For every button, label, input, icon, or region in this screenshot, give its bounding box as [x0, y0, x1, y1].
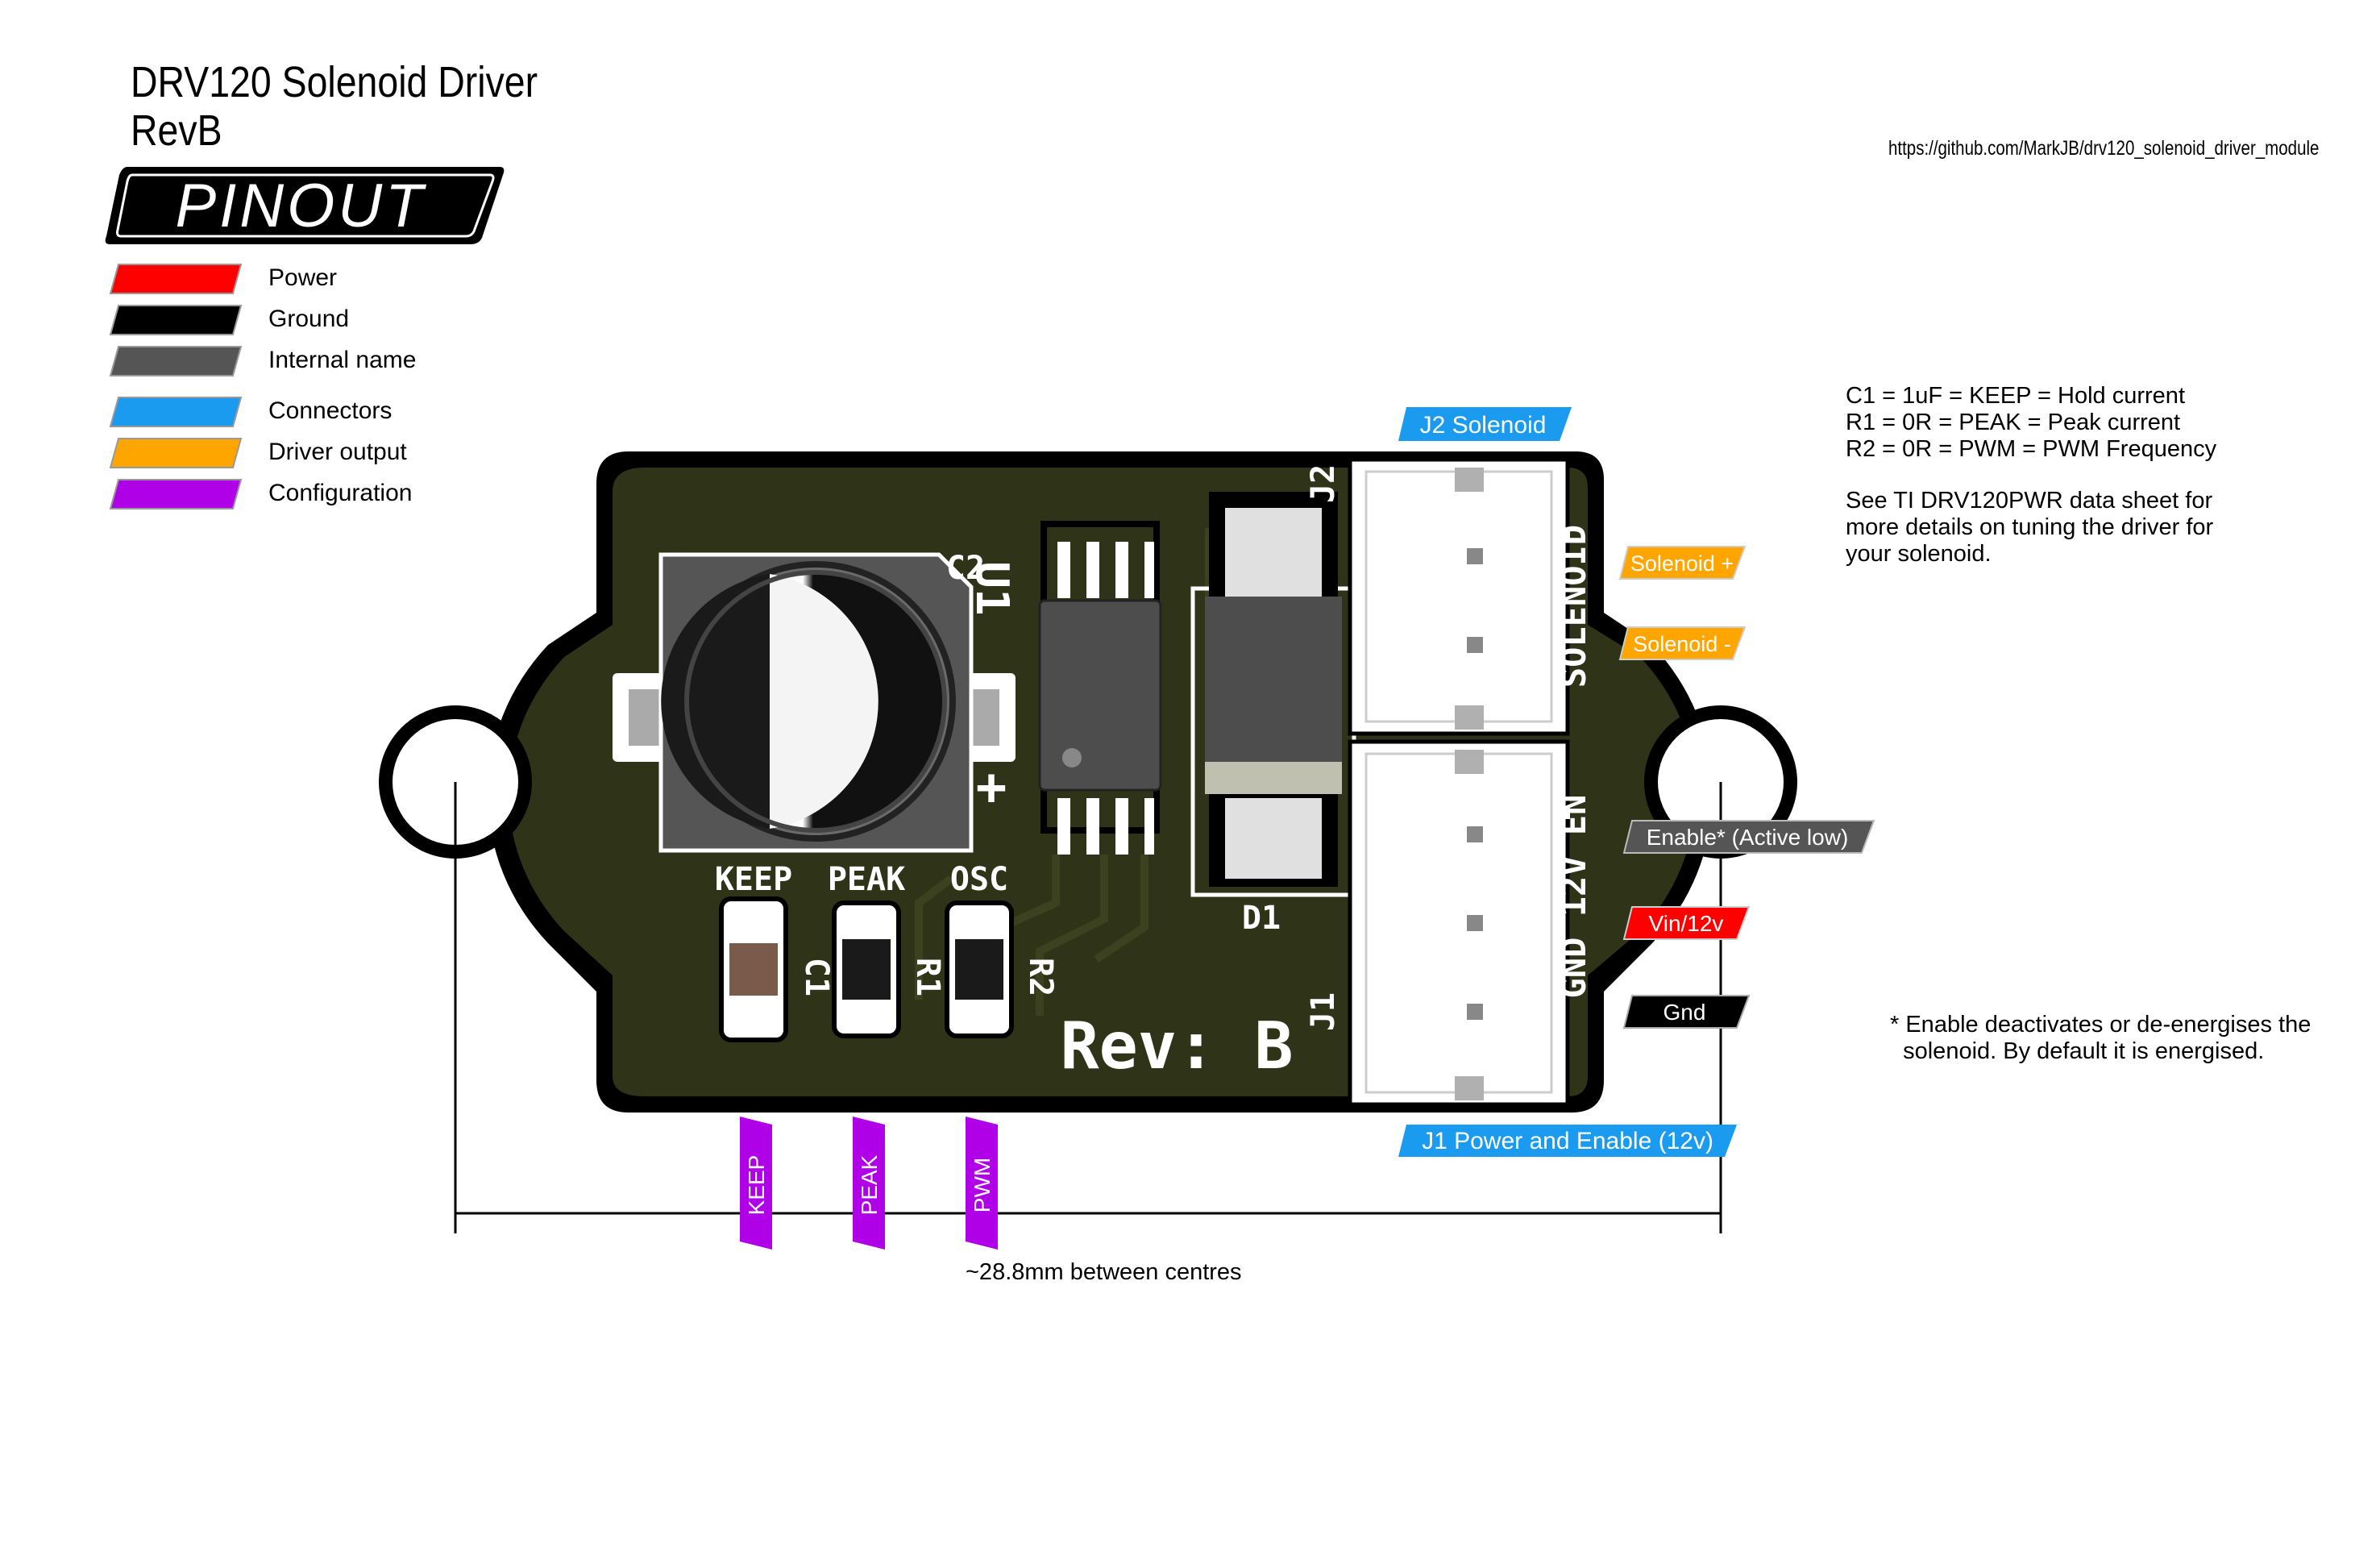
tag-enable-label: Enable* (Active low) [1647, 825, 1849, 850]
tag-peak: PEAK [853, 1117, 885, 1250]
ic-u1 [1040, 524, 1161, 855]
silk-osc: OSC [950, 861, 1008, 898]
silk-j1: J1 [1305, 992, 1342, 1031]
tag-pwm-label: PWM [970, 1158, 995, 1212]
connector-j2 [1350, 460, 1570, 734]
resistor-r1 [834, 903, 899, 1036]
resistor-r2 [947, 903, 1011, 1036]
silk-u1: U1 [966, 561, 1018, 615]
silk-c1: C1 [798, 958, 835, 996]
tag-j2: J2 Solenoid [1398, 407, 1572, 441]
tag-solenoid-plus-label: Solenoid + [1630, 551, 1734, 576]
diode-d1 [1193, 492, 1354, 895]
silk-r1: R1 [909, 958, 946, 996]
silk-rev: Rev: B [1061, 1009, 1294, 1083]
tag-pwm: PWM [966, 1117, 998, 1250]
tag-solenoid-plus: Solenoid + [1620, 547, 1745, 579]
capacitor-c2 [613, 555, 1016, 851]
tag-keep-label: KEEP [744, 1155, 769, 1216]
tag-j2-label: J2 Solenoid [1420, 412, 1547, 439]
silk-keep: KEEP [715, 861, 792, 898]
tag-j1: J1 Power and Enable (12v) [1398, 1125, 1737, 1157]
tag-gnd-label: Gnd [1664, 1000, 1706, 1025]
config-tags: KEEP PEAK PWM [740, 1117, 998, 1250]
silk-d1: D1 [1242, 900, 1281, 937]
tag-j1-label: J1 Power and Enable (12v) [1422, 1128, 1713, 1154]
tag-vin-label: Vin/12v [1649, 911, 1724, 936]
tag-peak-label: PEAK [857, 1154, 882, 1215]
silk-plus: + [976, 758, 1007, 817]
silk-peak: PEAK [828, 861, 905, 898]
tag-gnd: Gnd [1624, 996, 1749, 1028]
tag-solenoid-minus-label: Solenoid - [1633, 632, 1731, 656]
silk-power-pins: GND 12V EN [1554, 795, 1593, 999]
silk-r2: R2 [1022, 958, 1059, 996]
tag-enable: Enable* (Active low) [1624, 821, 1874, 853]
silk-j2: J2 [1305, 464, 1342, 503]
capacitor-c1 [721, 899, 786, 1040]
tag-solenoid-minus: Solenoid - [1620, 627, 1745, 659]
connector-j1 [1350, 742, 1570, 1104]
silk-solenoid: SOLENOID [1554, 525, 1593, 688]
tag-keep: KEEP [740, 1117, 772, 1250]
tag-vin: Vin/12v [1624, 907, 1749, 939]
